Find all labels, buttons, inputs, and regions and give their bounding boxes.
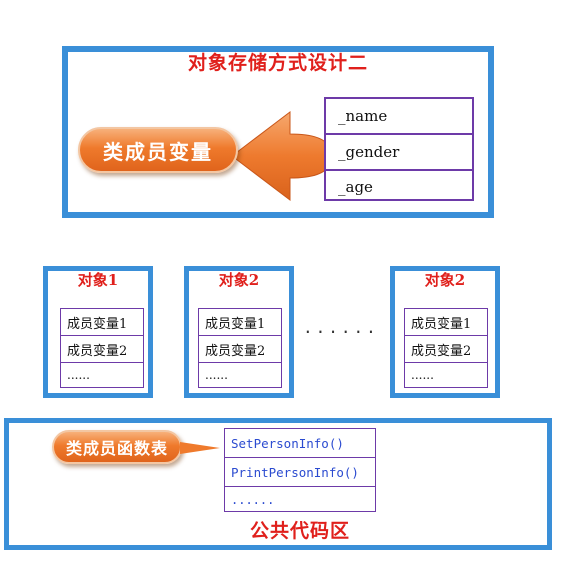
member-row: 成员变量2 bbox=[199, 336, 281, 363]
member-row: ...... bbox=[411, 368, 434, 382]
member-row: 成员变量1 bbox=[199, 309, 281, 336]
object-title: 对象2 bbox=[424, 271, 466, 289]
object-title: 对象1 bbox=[77, 271, 119, 289]
member-row: 成员变量1 bbox=[61, 309, 143, 336]
object-members: 成员变量1 成员变量2 ...... bbox=[404, 308, 488, 388]
fields-box: _name _gender _age bbox=[324, 97, 474, 201]
member-row: 成员变量1 bbox=[405, 309, 487, 336]
design-title: 对象存储方式设计二 bbox=[187, 52, 368, 74]
member-row: 成员变量2 bbox=[405, 336, 487, 363]
object-members: 成员变量1 成员变量2 ...... bbox=[198, 308, 282, 388]
member-row: ...... bbox=[67, 368, 90, 382]
field-age: _age bbox=[338, 178, 373, 196]
member-row: ...... bbox=[205, 368, 228, 382]
function-row: PrintPersonInfo() bbox=[225, 458, 375, 487]
function-table-label: 类成员函数表 bbox=[52, 430, 182, 464]
functions-box: SetPersonInfo() PrintPersonInfo() ...... bbox=[224, 428, 376, 512]
object-members: 成员变量1 成员变量2 ...... bbox=[60, 308, 144, 388]
ellipsis: ...... bbox=[303, 318, 379, 337]
field-name: _name bbox=[326, 99, 472, 135]
function-row: ...... bbox=[231, 492, 275, 507]
public-code-label: 公共代码区 bbox=[249, 520, 350, 542]
field-gender: _gender bbox=[326, 135, 472, 171]
function-row: SetPersonInfo() bbox=[225, 429, 375, 458]
arrow-right-icon bbox=[180, 442, 220, 454]
object-title: 对象2 bbox=[218, 271, 260, 289]
class-member-vars-label: 类成员变量 bbox=[78, 127, 238, 173]
member-row: 成员变量2 bbox=[61, 336, 143, 363]
arrow-left-icon bbox=[231, 110, 331, 202]
